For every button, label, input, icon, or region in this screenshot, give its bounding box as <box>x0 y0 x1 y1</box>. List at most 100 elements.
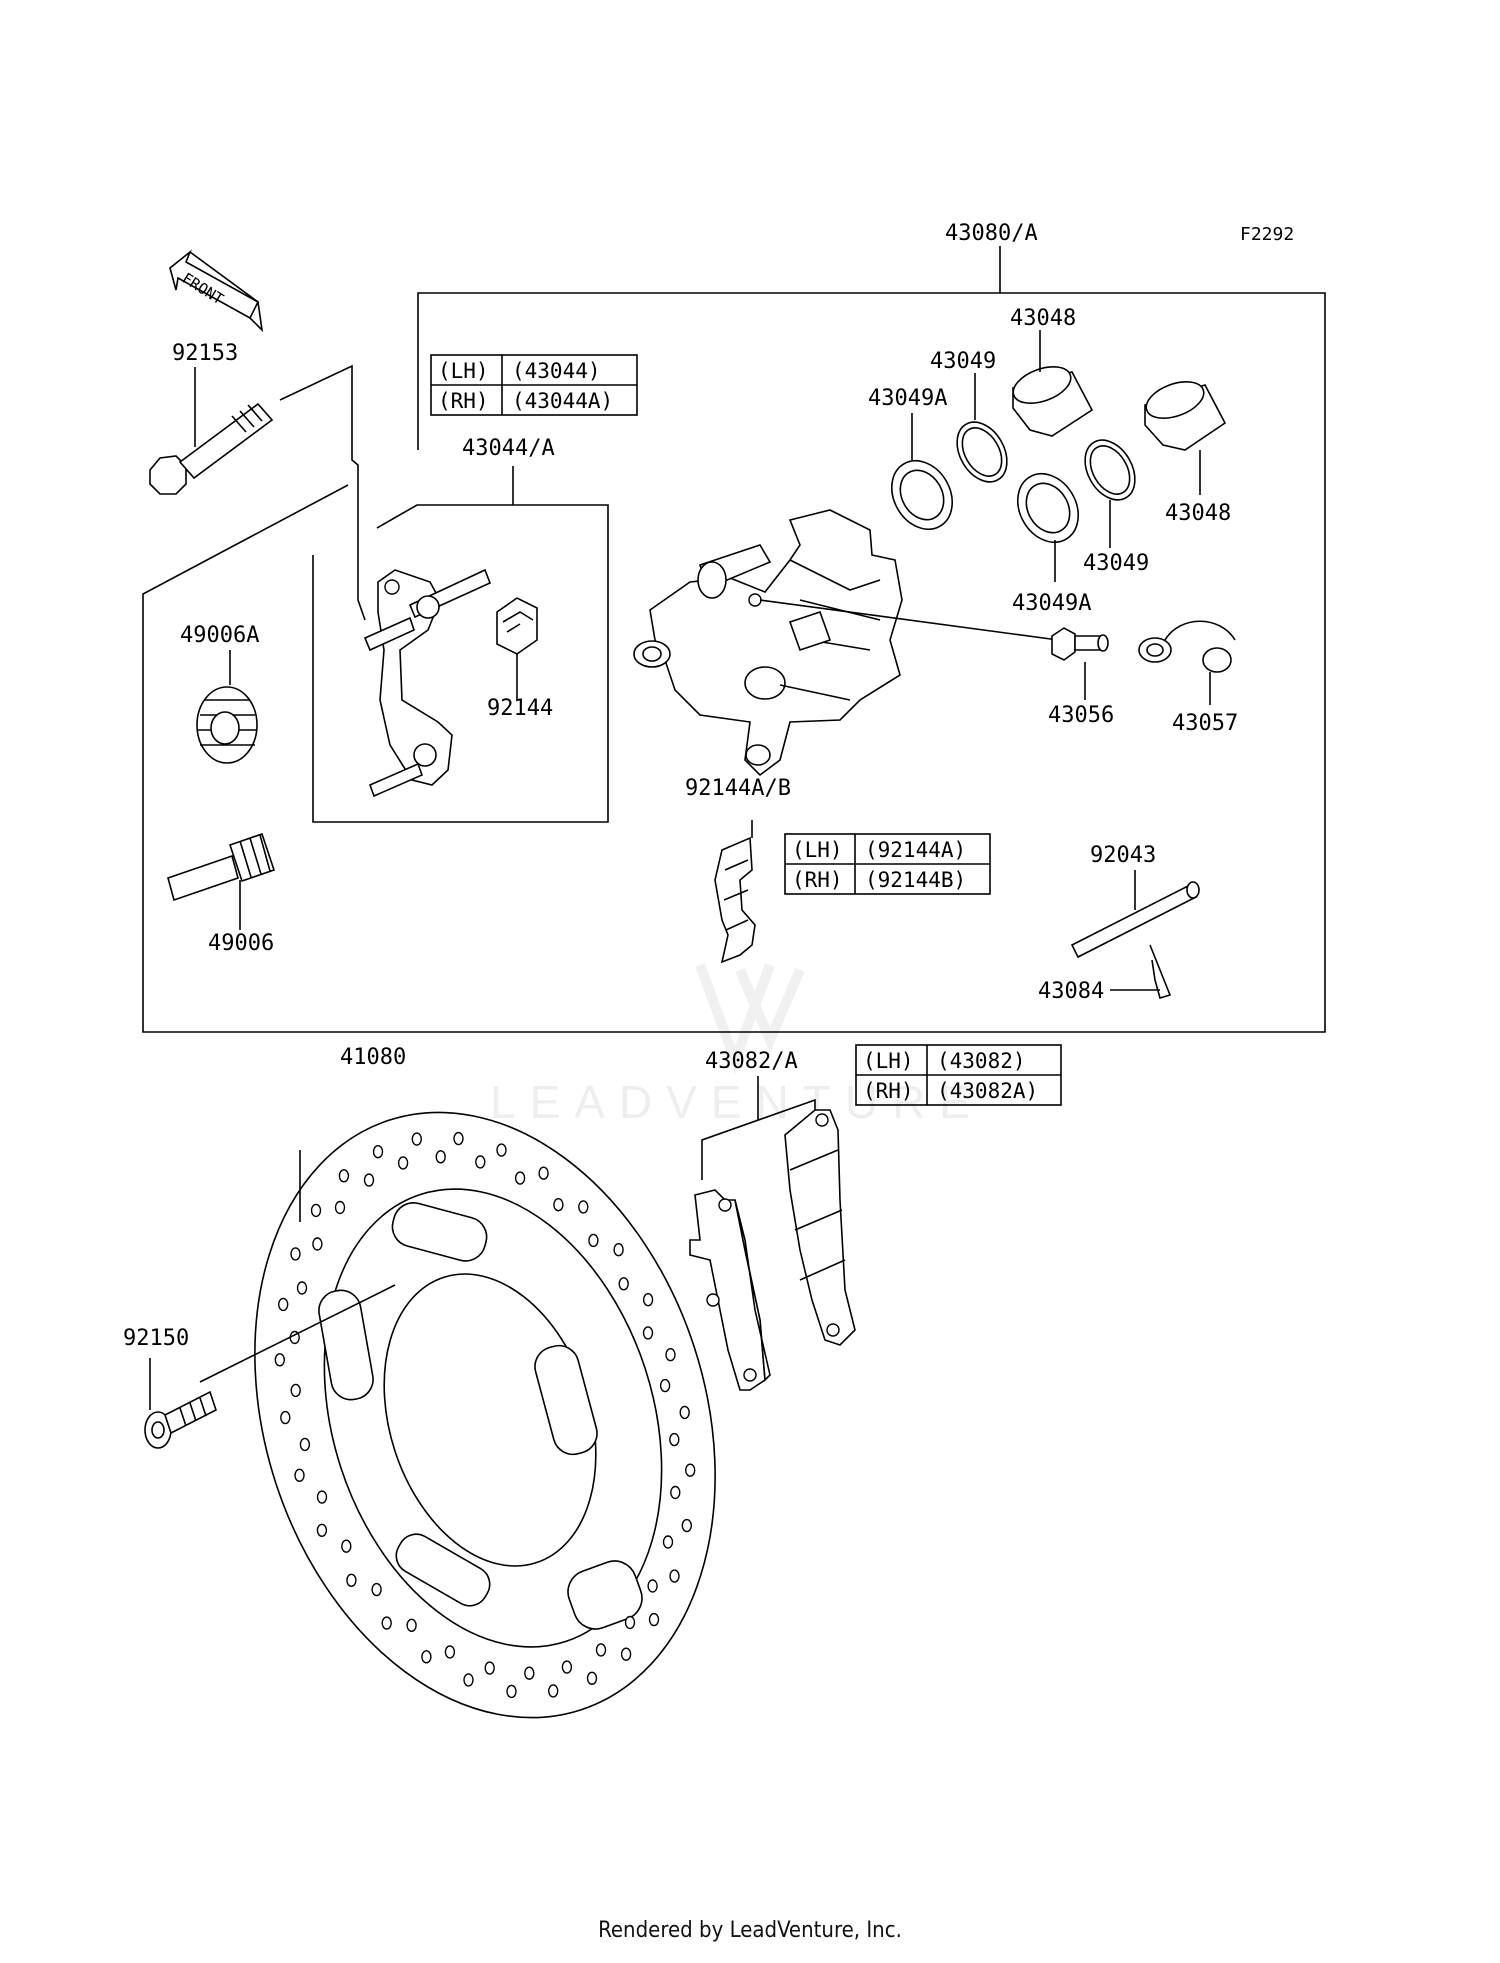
disc-vent-hole <box>312 1237 323 1251</box>
table-92144-row1-side: (LH) <box>792 838 843 862</box>
disc-vent-hole <box>411 1132 422 1146</box>
disc-vent-hole <box>372 1144 384 1159</box>
label-43057: 43057 <box>1172 711 1238 736</box>
label-41080: 41080 <box>340 1045 406 1070</box>
disc-vent-hole <box>524 1666 535 1680</box>
pin-49006 <box>167 832 276 930</box>
label-43084: 43084 <box>1038 979 1104 1004</box>
table-43082-row1-part: (43082) <box>937 1049 1026 1073</box>
disc-vent-hole <box>506 1684 517 1699</box>
disc-vent-hole <box>453 1131 464 1146</box>
table-92144-row2-part: (92144B) <box>865 868 966 892</box>
pad-spring-92144AB <box>714 820 756 964</box>
brake-disc-41080 <box>199 1111 716 1719</box>
disc-vent-hole <box>371 1582 382 1597</box>
disc-vent-hole <box>316 1523 328 1538</box>
table-43082-row2-side: (RH) <box>863 1079 914 1103</box>
disc-vent-hole <box>553 1197 564 1212</box>
disc-vent-hole <box>679 1405 690 1420</box>
disc-vent-hole <box>642 1292 654 1307</box>
disc-vent-hole <box>435 1150 446 1164</box>
disc-vent-hole <box>274 1353 285 1367</box>
disc-vent-hole <box>381 1616 392 1630</box>
table-43044-row2-part: (43044A) <box>512 389 613 413</box>
label-43049-right: 43049 <box>1083 551 1149 576</box>
disc-vent-hole <box>538 1166 549 1180</box>
disc-vent-hole <box>648 1612 660 1627</box>
label-43044: 43044/A <box>462 436 555 461</box>
label-43049A-top: 43049A <box>868 386 947 411</box>
table-43082-row1-side: (LH) <box>863 1049 914 1073</box>
disc-vent-hole <box>463 1673 474 1687</box>
watermark: LEADVENTURE <box>490 1076 984 1128</box>
label-49006A: 49006A <box>180 623 259 648</box>
disc-vent-hole <box>618 1277 629 1291</box>
disc-vent-hole <box>421 1650 432 1664</box>
disc-vent-hole <box>670 1485 681 1500</box>
disc-vent-hole <box>669 1432 680 1447</box>
disc-vent-hole <box>290 1383 301 1398</box>
disc-vent-hole <box>662 1535 674 1549</box>
label-43049-top: 43049 <box>930 349 996 374</box>
label-92144AB: 92144A/B <box>685 776 791 801</box>
bleeder-43056 <box>1051 627 1109 700</box>
disc-vent-hole <box>280 1410 291 1425</box>
disc-vent-hole <box>642 1326 654 1340</box>
disc-vent-hole <box>578 1200 589 1214</box>
label-92144: 92144 <box>487 696 553 721</box>
bolt-92150 <box>144 1358 217 1449</box>
boot-49006A <box>196 650 258 764</box>
pad-pin-92043 <box>1070 870 1200 959</box>
disc-vent-hole <box>316 1490 328 1504</box>
disc-vent-hole <box>296 1281 308 1295</box>
label-43048-right: 43048 <box>1165 501 1231 526</box>
table-43044-row2-side: (RH) <box>438 389 489 413</box>
table-caliper-bracket: (LH) (43044) (RH) (43044A) <box>430 354 638 416</box>
caliper-bracket-part <box>363 568 492 798</box>
disc-vent-hole <box>346 1573 357 1588</box>
figure-code: F2292 <box>1240 224 1294 245</box>
bracket-subframe <box>312 504 609 823</box>
disc-vent-hole <box>397 1156 409 1170</box>
cap-43057 <box>1138 620 1236 705</box>
disc-vent-hole <box>341 1539 352 1553</box>
label-43080: 43080/A <box>945 221 1038 246</box>
label-43049A-right: 43049A <box>1012 591 1091 616</box>
disc-vent-hole <box>338 1169 350 1183</box>
table-43044-row1-side: (LH) <box>438 359 489 383</box>
disc-vent-hole <box>496 1143 507 1157</box>
disc-vent-hole <box>586 1671 598 1686</box>
clip-43084 <box>1110 944 1172 1000</box>
disc-vent-hole <box>588 1233 599 1248</box>
pad-clip-92144 <box>496 597 538 700</box>
label-92153: 92153 <box>172 341 238 366</box>
disc-vent-hole <box>595 1643 607 1657</box>
table-43082-row2-part: (43082A) <box>937 1079 1038 1103</box>
label-43056: 43056 <box>1048 703 1114 728</box>
disc-vent-hole <box>290 1247 301 1261</box>
disc-vent-hole <box>685 1463 696 1477</box>
watermark-logo <box>695 963 805 1075</box>
disc-vent-hole <box>548 1684 559 1698</box>
disc-vent-hole <box>659 1378 671 1393</box>
disc-vent-hole <box>299 1437 311 1452</box>
disc-vent-hole <box>294 1468 305 1483</box>
caliper-body <box>633 509 1059 777</box>
disc-vent-hole <box>613 1242 624 1257</box>
disc-vent-hole <box>669 1569 680 1583</box>
bolt-92153 <box>149 364 366 621</box>
table-92144-row1-part: (92144A) <box>865 838 966 862</box>
disc-vent-hole <box>514 1171 526 1185</box>
disc-vent-hole <box>681 1518 692 1533</box>
disc-vent-hole <box>620 1647 632 1661</box>
table-pad-spring: (LH) (92144A) (RH) (92144B) <box>784 833 991 895</box>
disc-vent-hole <box>475 1155 486 1169</box>
disc-vent-hole <box>624 1615 636 1630</box>
brake-pads-43082 <box>689 1076 856 1391</box>
label-49006: 49006 <box>208 931 274 956</box>
disc-vent-hole <box>310 1203 322 1218</box>
label-92150: 92150 <box>123 1326 189 1351</box>
disc-vent-hole <box>363 1173 375 1187</box>
piston-seals <box>891 330 1227 582</box>
